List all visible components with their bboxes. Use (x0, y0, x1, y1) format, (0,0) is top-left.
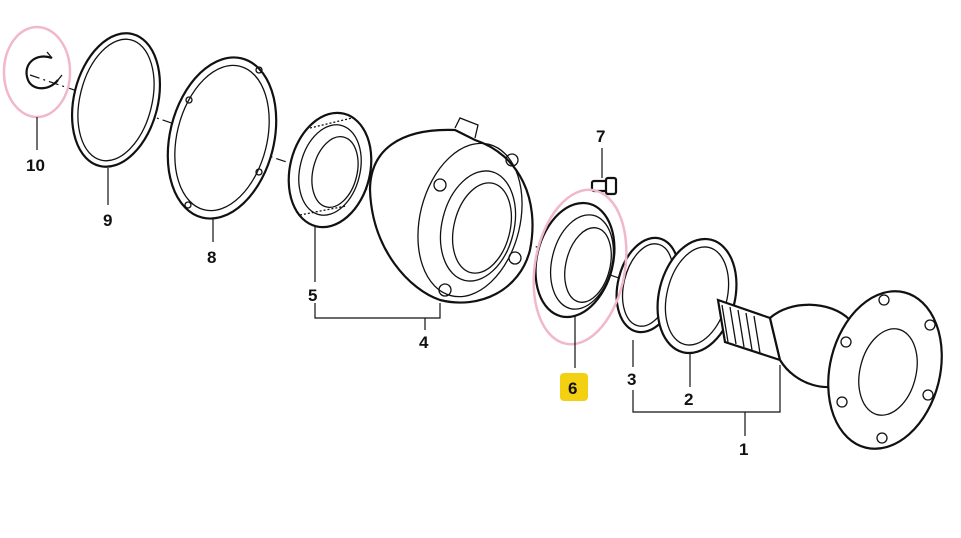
leader-1 (632, 365, 781, 436)
label-10: 10 (26, 156, 45, 175)
part-7-bolt[interactable] (590, 176, 618, 196)
label-9: 9 (103, 211, 112, 230)
label-8: 8 (207, 248, 216, 267)
highlight-circle-part-10 (2, 25, 72, 119)
part-9-o-ring[interactable] (59, 24, 173, 176)
highlight-circle-part-6 (532, 188, 628, 346)
part-8-gasket[interactable] (152, 46, 293, 230)
label-7: 7 (596, 127, 605, 146)
label-3: 3 (627, 370, 636, 389)
part-2-shim[interactable] (646, 231, 748, 362)
part-10-snap-ring[interactable] (25, 51, 63, 90)
part-5-roller-bearing[interactable] (277, 104, 383, 236)
label-5: 5 (308, 286, 317, 305)
leader-4 (314, 303, 441, 330)
part-6-shaft-seal[interactable] (524, 195, 626, 326)
part-4-housing[interactable] (368, 117, 537, 308)
part-1-flange-shaft[interactable] (716, 279, 958, 461)
label-6: 6 (568, 379, 577, 398)
label-4: 4 (419, 333, 429, 352)
highlight-badge-part-6 (560, 373, 588, 401)
label-2: 2 (684, 390, 693, 409)
label-1: 1 (739, 440, 748, 459)
